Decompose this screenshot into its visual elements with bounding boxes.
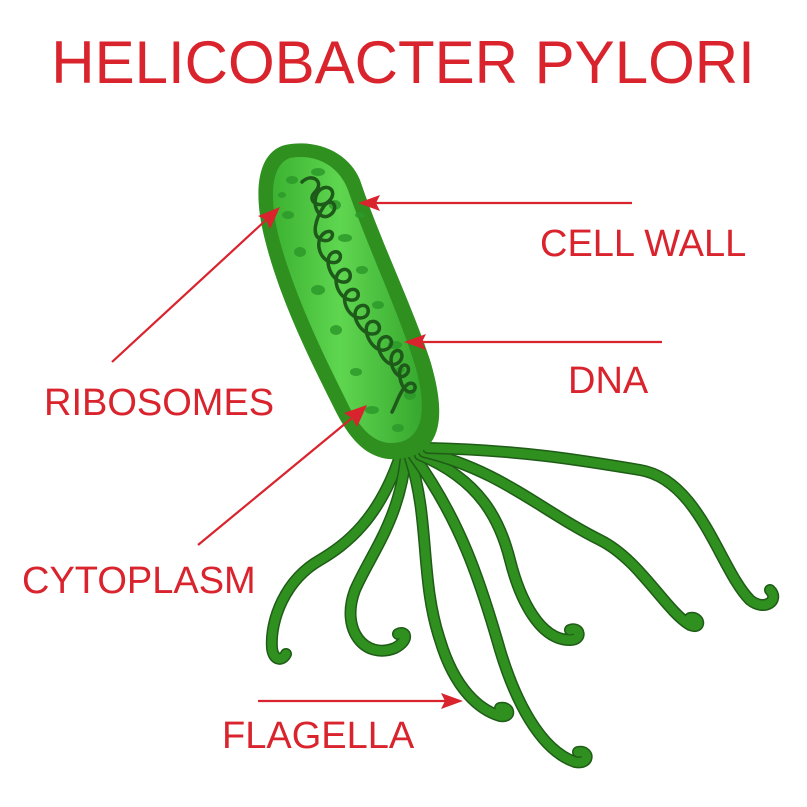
- ribosome: [286, 176, 298, 184]
- cytoplasm-label: CYTOPLASM: [22, 560, 256, 602]
- cytoplasm-arrow: [197, 405, 367, 546]
- ribosome: [356, 266, 368, 274]
- cell-wall-arrow: [358, 195, 632, 211]
- ribosome: [330, 325, 342, 335]
- flagellum: [265, 444, 408, 665]
- flagellum: [408, 450, 593, 769]
- dna-strand: [300, 176, 417, 414]
- flagellum: [414, 449, 585, 646]
- flagella-label: FLAGELLA: [222, 715, 415, 757]
- cell-body: [258, 143, 440, 460]
- ribosome: [278, 192, 286, 198]
- ribosome: [350, 368, 362, 376]
- dna-label: DNA: [568, 360, 649, 402]
- flagellum: [344, 449, 412, 657]
- flagella-arrow: [258, 693, 463, 709]
- ribosomes-label: RIBOSOMES: [44, 382, 274, 424]
- ribosome: [294, 247, 306, 257]
- ribosome: [392, 424, 404, 432]
- dna-arrow: [404, 334, 662, 350]
- page-title: HELICOBACTER PYLORI: [51, 29, 755, 96]
- ribosomes-group: [278, 168, 416, 432]
- flagellum: [422, 442, 780, 611]
- ribosome: [365, 406, 379, 414]
- ribosome: [311, 285, 325, 295]
- cell-wall-label: CELL WALL: [540, 223, 746, 265]
- flagella-group: [265, 442, 780, 769]
- ribosomes-arrow: [111, 207, 280, 363]
- ribosome: [355, 212, 365, 218]
- pointer-arrows: [111, 195, 662, 709]
- flagellum: [418, 446, 705, 633]
- ribosome: [311, 168, 325, 176]
- ribosome: [372, 301, 384, 309]
- ribosome: [282, 211, 294, 219]
- flagellum: [404, 452, 515, 723]
- ribosome: [338, 234, 352, 242]
